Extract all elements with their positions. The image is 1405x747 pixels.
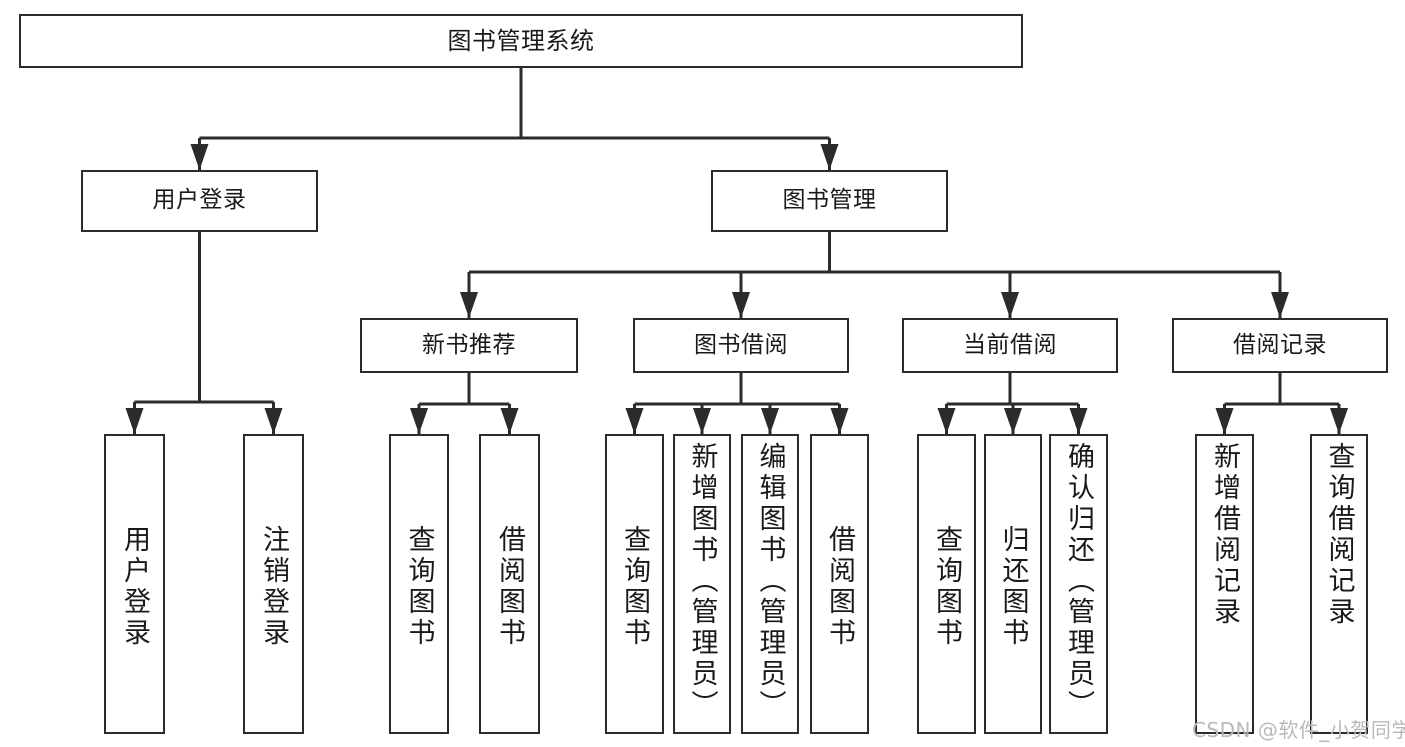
node-leaf-query-book-borrow[interactable]: 查询图书	[605, 434, 664, 734]
node-leaf-add-book[interactable]: 新增图书（管理员）	[673, 434, 731, 734]
arrow-head-icon	[732, 292, 750, 318]
node-new-book-rec[interactable]: 新书推荐	[360, 318, 578, 373]
arrow-head-icon	[460, 292, 478, 318]
node-leaf-query-book-rec[interactable]: 查询图书	[389, 434, 449, 734]
node-leaf-user-logout[interactable]: 注销登录	[243, 434, 304, 734]
node-leaf-query-book-cur[interactable]: 查询图书	[917, 434, 976, 734]
arrow-head-icon	[761, 408, 779, 434]
arrow-head-icon	[937, 408, 956, 434]
node-label: 新增图书（管理员）	[686, 442, 718, 721]
node-borrow-record[interactable]: 借阅记录	[1172, 318, 1388, 373]
node-label: 确认归还（管理员）	[1063, 442, 1094, 721]
node-leaf-query-record[interactable]: 查询借阅记录	[1310, 434, 1368, 734]
node-label: 用户登录	[119, 525, 150, 649]
node-root[interactable]: 图书管理系统	[19, 14, 1023, 68]
arrow-head-icon	[820, 144, 839, 170]
node-label: 查询借阅记录	[1323, 442, 1355, 628]
arrow-head-icon	[1069, 408, 1088, 434]
watermark: CSDN @软件_小贺同学	[1192, 718, 1405, 742]
node-leaf-add-record[interactable]: 新增借阅记录	[1195, 434, 1254, 734]
node-label: 用户登录	[152, 187, 247, 214]
node-label: 图书管理	[782, 187, 877, 214]
arrow-head-icon	[1004, 408, 1022, 434]
node-label: 查询图书	[619, 525, 650, 649]
node-current-borrow[interactable]: 当前借阅	[902, 318, 1118, 373]
node-leaf-return-book[interactable]: 归还图书	[984, 434, 1042, 734]
node-leaf-edit-book[interactable]: 编辑图书（管理员）	[741, 434, 799, 734]
node-label: 归还图书	[997, 525, 1029, 649]
node-book-borrow[interactable]: 图书借阅	[633, 318, 849, 373]
arrow-head-icon	[410, 408, 428, 434]
node-label: 图书管理系统	[447, 26, 595, 55]
node-label: 新增借阅记录	[1209, 442, 1240, 628]
node-label: 借阅图书	[824, 525, 855, 649]
arrow-head-icon	[1001, 292, 1019, 318]
node-label: 当前借阅	[963, 331, 1057, 358]
node-book-manage[interactable]: 图书管理	[711, 170, 948, 232]
node-label: 新书推荐	[422, 331, 516, 358]
node-leaf-user-login[interactable]: 用户登录	[104, 434, 165, 734]
node-label: 查询图书	[403, 525, 435, 649]
node-label: 图书借阅	[694, 331, 788, 358]
arrow-head-icon	[190, 144, 209, 170]
arrow-head-icon	[1271, 292, 1289, 318]
node-leaf-borrow-book[interactable]: 借阅图书	[810, 434, 869, 734]
node-label: 借阅记录	[1233, 331, 1327, 358]
arrow-head-icon	[125, 408, 144, 434]
node-label: 借阅图书	[494, 525, 525, 649]
arrow-head-icon	[1330, 408, 1348, 434]
arrow-head-icon	[625, 408, 644, 434]
node-leaf-borrow-book-rec[interactable]: 借阅图书	[479, 434, 540, 734]
node-label: 查询图书	[931, 525, 962, 649]
arrow-head-icon	[264, 408, 283, 434]
arrow-head-icon	[830, 408, 849, 434]
arrow-head-icon	[500, 408, 519, 434]
arrow-head-icon	[693, 408, 711, 434]
node-label: 编辑图书（管理员）	[754, 442, 786, 721]
node-user-login[interactable]: 用户登录	[81, 170, 318, 232]
arrow-head-icon	[1215, 408, 1234, 434]
node-leaf-confirm-return[interactable]: 确认归还（管理员）	[1049, 434, 1108, 734]
node-label: 注销登录	[258, 525, 289, 649]
